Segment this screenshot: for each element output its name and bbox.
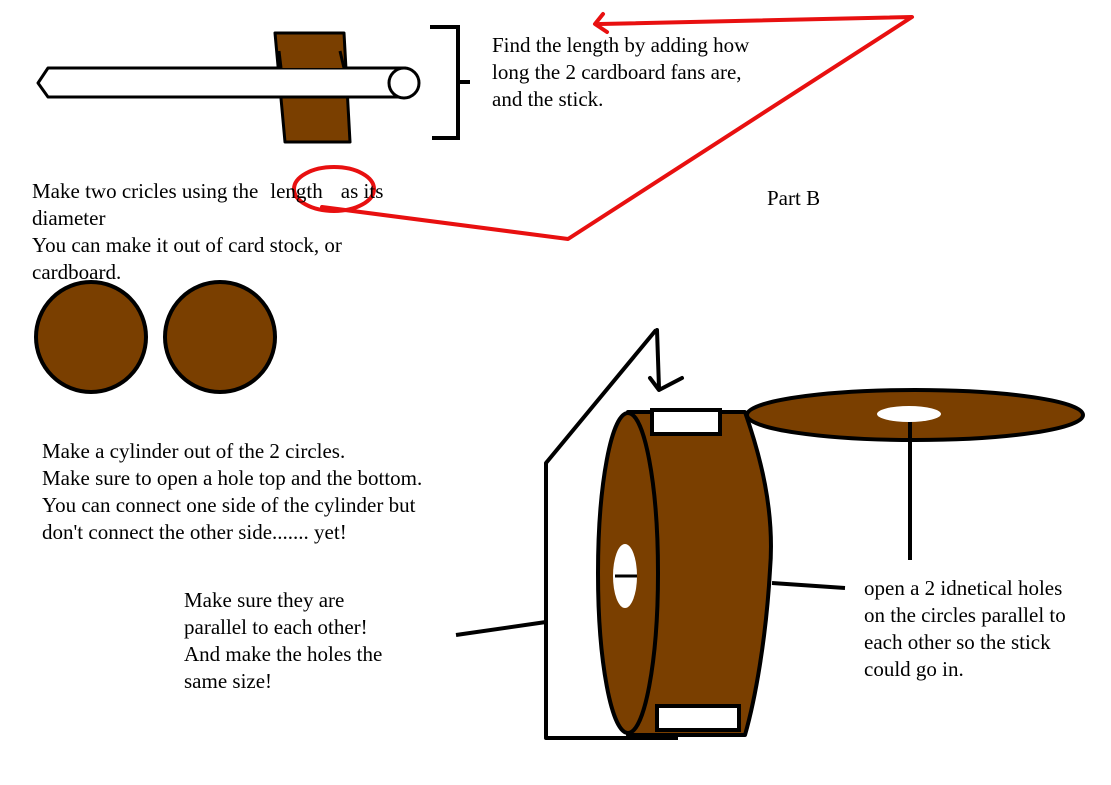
length-highlight-circle [292,165,376,213]
parallel-note: Make sure they are parallel to each othe… [184,587,382,695]
pointer-lines [771,422,912,590]
note-line: cardboard. [32,260,122,284]
cylinder-bottom-hole [655,704,741,732]
note-line: diameter [32,206,106,230]
circled-word: length [270,179,323,203]
note-line: and the stick. [492,87,604,111]
cardboard-fan-front [279,51,344,68]
note-line: Make a cylinder out of the 2 circles. [42,439,346,463]
note-line: Make sure they are [184,588,345,612]
note-line: Make two cricles using the length as its [32,178,383,205]
cardboard-circle-right [163,280,277,394]
stick-end [387,66,421,100]
note-line: each other so the stick [864,630,1051,654]
cardboard-circle-left [34,280,148,394]
open-holes-note: open a 2 idnetical holes on the circles … [864,575,1066,683]
note-fragment: Make two cricles using the [32,179,259,203]
note-line: And make the holes the [184,642,383,666]
disc-hole [877,406,941,422]
note-line: You can connect one side of the cylinder… [42,493,416,517]
stick [36,66,407,99]
note-line: parallel to each other! [184,615,368,639]
insert-arrow [648,328,684,392]
make-circles-note: Make two cricles using the length as its d… [32,178,383,286]
note-fragment: as its [340,179,384,203]
length-bracket [430,25,470,140]
flat-disc [745,388,1085,442]
find-length-note: Find the length by adding how long the 2… [492,32,749,113]
note-line: don't connect the other side....... yet! [42,520,347,544]
note-line: long the 2 cardboard fans are, [492,60,742,84]
note-line: Make sure to open a hole top and the bot… [42,466,423,490]
cylinder-top-hole [650,408,722,436]
note-line: could go in. [864,657,964,681]
support-stand [455,328,678,740]
note-line: Find the length by adding how [492,33,750,57]
note-line: open a 2 idnetical holes [864,576,1063,600]
stick-with-fan-figure [36,31,421,144]
note-line: You can make it out of card stock, or [32,233,342,257]
red-pointer-arrow [320,12,914,241]
make-cylinder-note: Make a cylinder out of the 2 circles. Ma… [42,438,422,546]
note-line: on the circles parallel to [864,603,1066,627]
cylinder [596,408,773,737]
cylinder-body [626,410,773,737]
part-b-label: Part B [767,186,821,210]
note-line: same size! [184,669,273,693]
